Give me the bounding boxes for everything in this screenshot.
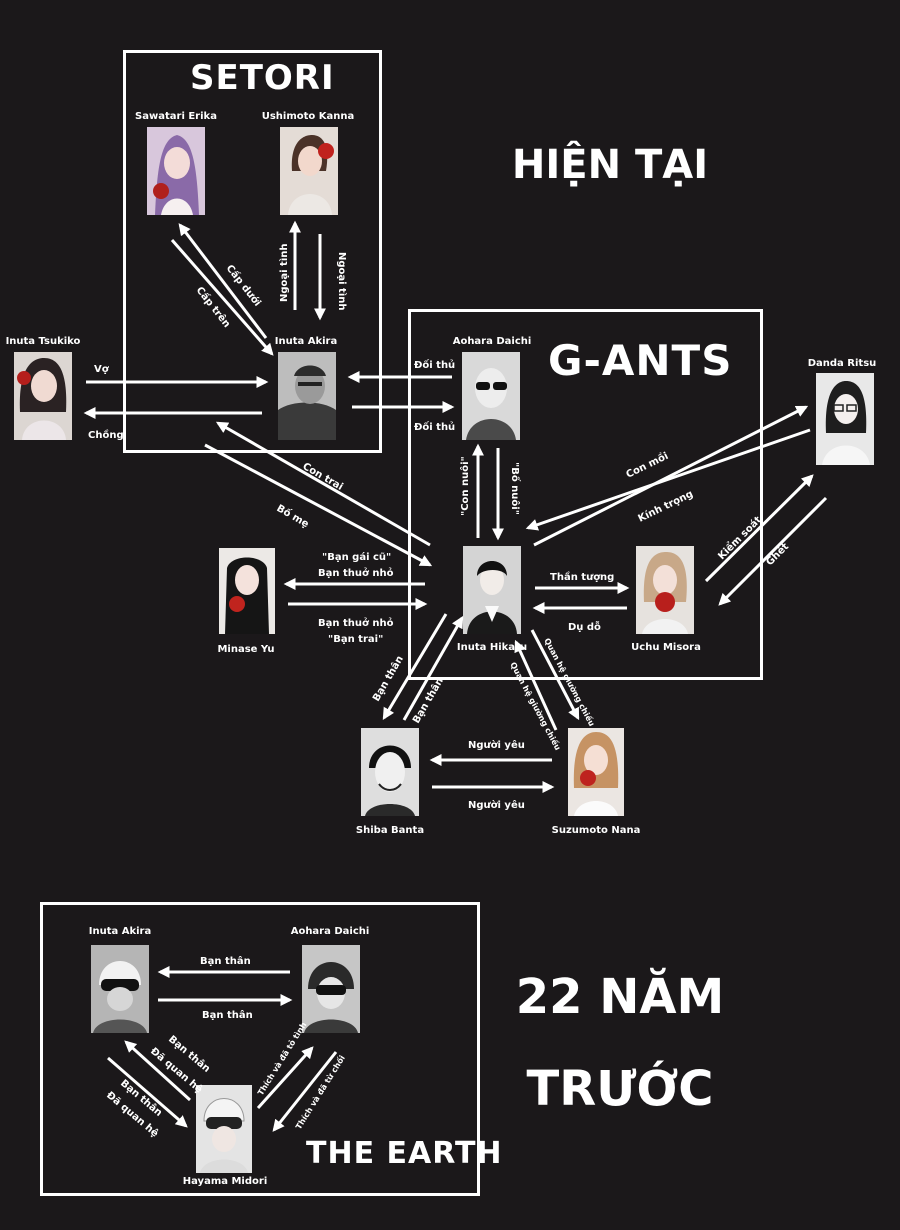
portrait-inuta-tsukiko [14, 352, 72, 440]
label-bo-me: Bố mẹ [275, 501, 312, 530]
midori-figure-icon [200, 1098, 248, 1173]
setori-heading: SETORI [190, 58, 335, 98]
label-ngoai-tinh-2: Ngoại tình [336, 252, 348, 311]
ritsu-figure-icon [822, 381, 870, 465]
label-cap-tren: Cấp trên [194, 284, 234, 330]
arrow-misora-to-ritsu [704, 474, 814, 583]
daichi-past-figure-icon [304, 962, 358, 1033]
portrait-shiba-banta [361, 728, 419, 816]
portrait-aohara-daichi [462, 352, 520, 440]
label-nguoi-yeu-1: Người yêu [468, 739, 525, 751]
label-thich-tu-choi: Thích và đã từ chối [293, 1053, 347, 1131]
label-ban-gai-cu: "Bạn gái cũ" [322, 551, 391, 563]
label-ban-than-1: Bạn thân [370, 654, 406, 704]
label-doi-thu-1: Đối thủ [414, 358, 455, 371]
name-sawatari-erika: Sawatari Erika [135, 111, 217, 122]
yu-figure-icon [225, 557, 269, 634]
portrait-aohara-daichi-past [302, 945, 360, 1033]
setori-group-box [123, 50, 382, 453]
portrait-uchu-misora [636, 546, 694, 634]
name-inuta-tsukiko: Inuta Tsukiko [5, 336, 81, 347]
arrow-past-daichi-to-midori [272, 1051, 338, 1132]
label-con-trai: Con trai [301, 461, 345, 493]
label-past-ban-than-1: Bạn thân [200, 955, 251, 967]
label-nguoi-yeu-2: Người yêu [468, 799, 525, 811]
name-aohara-daichi-past: Aohara Daichi [290, 926, 370, 937]
arrow-ritsu-to-misora [718, 496, 828, 606]
nana-figure-icon [573, 732, 619, 816]
hikaru-figure-icon [467, 561, 517, 634]
portrait-ushimoto-kanna [280, 127, 338, 215]
name-inuta-akira-past: Inuta Akira [88, 926, 152, 937]
portrait-sawatari-erika [147, 127, 205, 215]
misora-figure-icon [642, 552, 688, 634]
label-kiem-soat: Kiểm soát [715, 513, 764, 562]
gants-heading: G-ANTS [548, 336, 733, 385]
kanna-figure-icon [288, 135, 334, 215]
name-shiba-banta: Shiba Banta [355, 825, 425, 836]
name-ushimoto-kanna: Ushimoto Kanna [261, 111, 355, 122]
arrow-hikaru-to-banta [382, 613, 448, 721]
label-doi-thu-2: Đối thủ [414, 420, 455, 433]
portrait-inuta-akira-past [91, 945, 149, 1033]
portrait-inuta-hikaru [463, 546, 521, 634]
label-ngoai-tinh-1: Ngoại tình [278, 243, 290, 302]
portrait-suzumoto-nana [568, 728, 624, 816]
portrait-danda-ritsu [816, 373, 874, 465]
label-ban-thuo-nho-1: Bạn thuở nhỏ [318, 567, 394, 579]
arrow-hikaru-to-ritsu [533, 405, 809, 547]
name-hayama-midori: Hayama Midori [182, 1176, 268, 1187]
portrait-inuta-akira [278, 352, 336, 440]
label-ban-thuo-nho-2: Bạn thuở nhỏ [318, 617, 394, 629]
portrait-hayama-midori [196, 1085, 252, 1173]
arrow-banta-to-hikaru [402, 615, 464, 721]
label-than-tuong: Thần tượng [550, 571, 614, 583]
name-inuta-hikaru: Inuta Hikaru [456, 642, 528, 653]
label-vo: Vợ [94, 364, 110, 375]
name-danda-ritsu: Danda Ritsu [807, 358, 877, 369]
name-suzumoto-nana: Suzumoto Nana [551, 825, 641, 836]
the-earth-heading: THE EARTH [306, 1136, 503, 1171]
label-chong: Chồng [88, 428, 124, 441]
past-heading-line2: TRƯỚC [526, 1061, 714, 1117]
erika-figure-icon [153, 135, 199, 215]
arrow-hikaru-to-nana [530, 629, 580, 721]
past-heading-line1: 22 NĂM [515, 969, 725, 1025]
arrow-past-midori-to-akira [124, 1040, 192, 1102]
label-du-do: Dụ dỗ [568, 620, 601, 633]
present-heading: HIỆN TẠI [511, 142, 709, 188]
the-earth-group-box [40, 902, 480, 1196]
arrow-nana-to-hikaru [514, 639, 558, 731]
label-cap-duoi: Cấp dưới [224, 262, 265, 309]
name-minase-yu: Minase Yu [217, 644, 275, 655]
label-kinh-trong: Kính trọng [636, 488, 695, 525]
name-uchu-misora: Uchu Misora [631, 642, 701, 653]
portrait-minase-yu [219, 548, 275, 634]
arrow-hikaru-to-akira [215, 421, 431, 547]
name-aohara-daichi: Aohara Daichi [452, 336, 532, 347]
label-bo-nuoi: "Bố nuôi" [509, 462, 522, 515]
arrow-akira-to-erika [178, 223, 268, 339]
arrow-akira-to-hikaru [204, 443, 433, 567]
label-con-moi: Con mồi [624, 449, 671, 481]
name-inuta-akira: Inuta Akira [274, 336, 338, 347]
banta-figure-icon [365, 745, 415, 816]
gants-group-box [408, 309, 763, 680]
tsukiko-figure-icon [17, 358, 67, 440]
label-con-nuoi: "Con nuôi" [459, 456, 471, 516]
arrow-past-midori-to-daichi [256, 1046, 314, 1110]
label-past-ban-than-2: Bạn thân [202, 1009, 253, 1021]
label-ban-trai: "Bạn trai" [328, 634, 383, 645]
arrow-erika-to-akira [170, 239, 274, 356]
arrow-ritsu-to-hikaru [525, 428, 811, 531]
akira-past-figure-icon [93, 961, 147, 1033]
akira-figure-icon [278, 365, 336, 440]
arrow-past-akira-to-midori [107, 1056, 188, 1128]
daichi-figure-icon [466, 368, 516, 440]
